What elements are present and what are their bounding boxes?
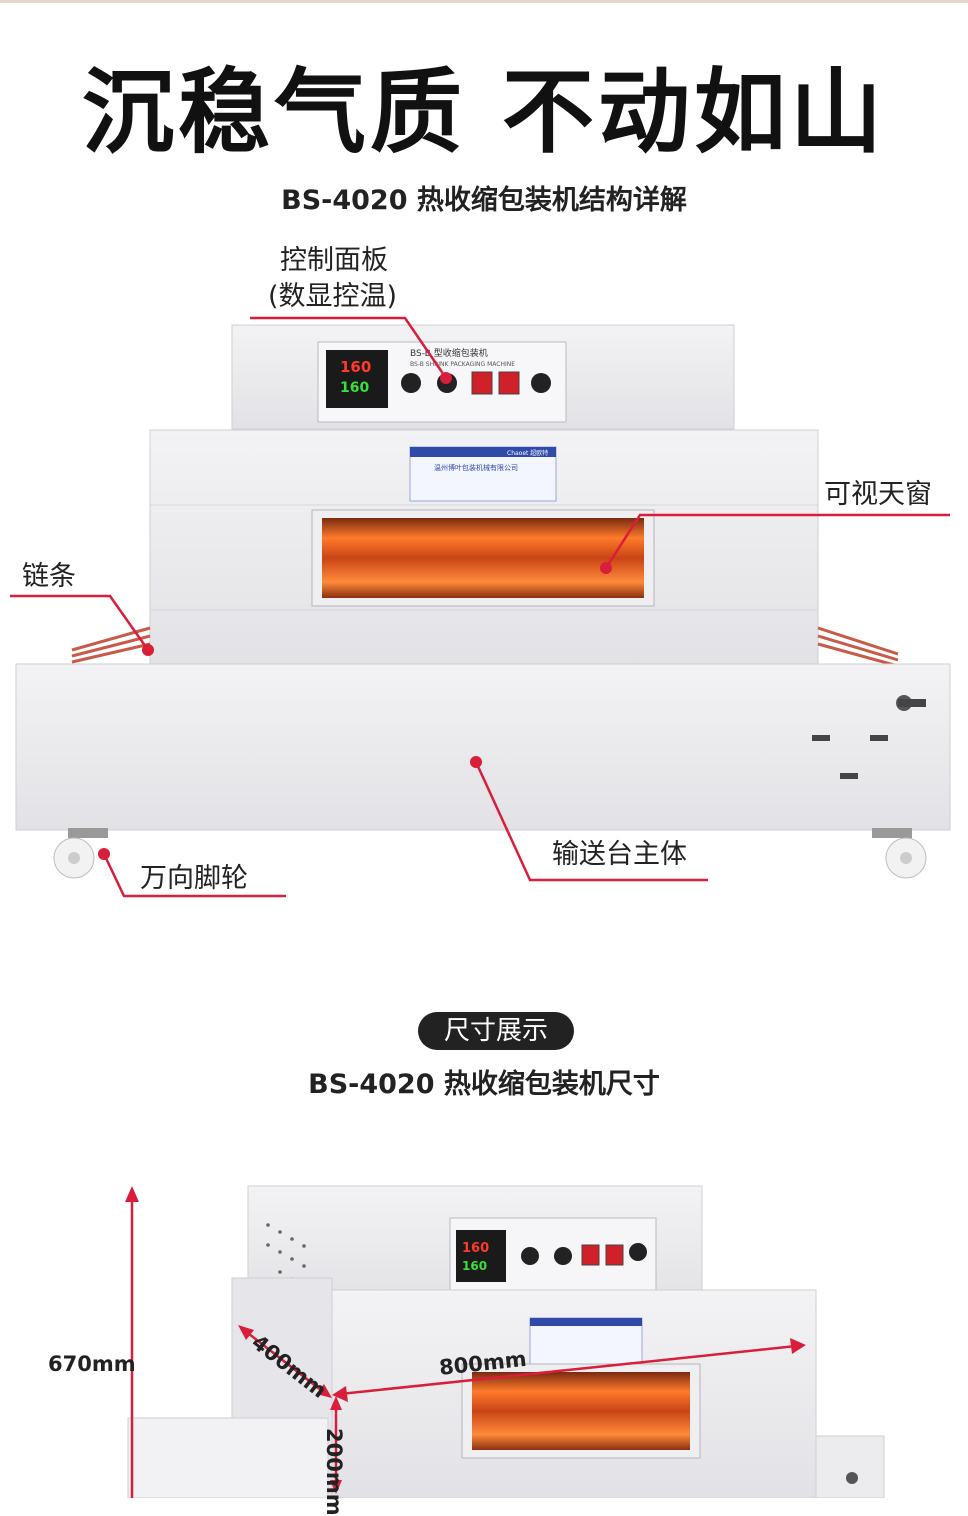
size-subtitle: BS-4020 热收缩包装机尺寸 [308, 1069, 660, 1100]
plate-company: 温州博叶包装机械有限公司 [434, 463, 518, 472]
panel-subtitle: BS-B SHRINK PACKAGING MACHINE [410, 361, 515, 368]
display-bottom-value: 160 [340, 380, 369, 396]
display-bottom-value: 160 [462, 1259, 487, 1273]
callout-dot [98, 848, 110, 860]
heat-tunnel: 温州博叶包装机械有限公司 Chaoet 超欧特 [149, 429, 819, 671]
dimension-machine: 160 160 [127, 1185, 885, 1498]
dimension-height: 670mm [48, 1352, 136, 1376]
chain-rollers [71, 626, 899, 668]
callout-dot [600, 562, 612, 574]
control-box: 160 160 BS-B 型收缩包装机 BS-B SHRINK PACKAGIN… [231, 324, 735, 430]
display-top-value: 160 [340, 358, 371, 376]
callout-dot [470, 756, 482, 768]
size-section-pill: 尺寸展示 [418, 1012, 574, 1050]
callout-lines [10, 316, 950, 898]
callout-dot [142, 644, 154, 656]
heater-switch[interactable] [605, 1244, 624, 1266]
knob-icon[interactable] [521, 1247, 539, 1265]
knob-icon[interactable] [554, 1247, 572, 1265]
caster-wheel-right [872, 828, 927, 879]
power-switch[interactable] [471, 371, 493, 395]
conveyor-base [15, 663, 951, 831]
temperature-display [326, 350, 388, 408]
heater-switch[interactable] [498, 371, 520, 395]
plate-brand: Chaoet 超欧特 [507, 449, 548, 457]
top-divider [0, 0, 968, 3]
label-casters: 万向脚轮 [140, 863, 248, 894]
display-top-value: 160 [462, 1241, 489, 1256]
headline: 沉稳气质 不动如山 [81, 59, 887, 166]
panel-title: BS-B 型收缩包装机 [410, 347, 488, 359]
knob-icon[interactable] [629, 1243, 647, 1261]
caster-wheel-left [53, 828, 108, 879]
label-chain: 链条 [22, 561, 76, 592]
viewing-window [322, 518, 644, 598]
label-viewing-window: 可视天窗 [824, 479, 932, 510]
knob-icon[interactable] [531, 373, 551, 393]
callout-dot [440, 372, 452, 384]
dimension-arrows [125, 1186, 806, 1498]
label-control-panel: 控制面板 [280, 245, 388, 276]
label-conveyor-body: 输送台主体 [552, 839, 687, 870]
power-switch[interactable] [581, 1244, 600, 1266]
structure-subtitle: BS-4020 热收缩包装机结构详解 [281, 185, 687, 216]
label-control-panel-sub: (数显控温) [268, 281, 398, 312]
dimension-opening: 200mm [322, 1428, 346, 1516]
knob-icon[interactable] [401, 373, 421, 393]
